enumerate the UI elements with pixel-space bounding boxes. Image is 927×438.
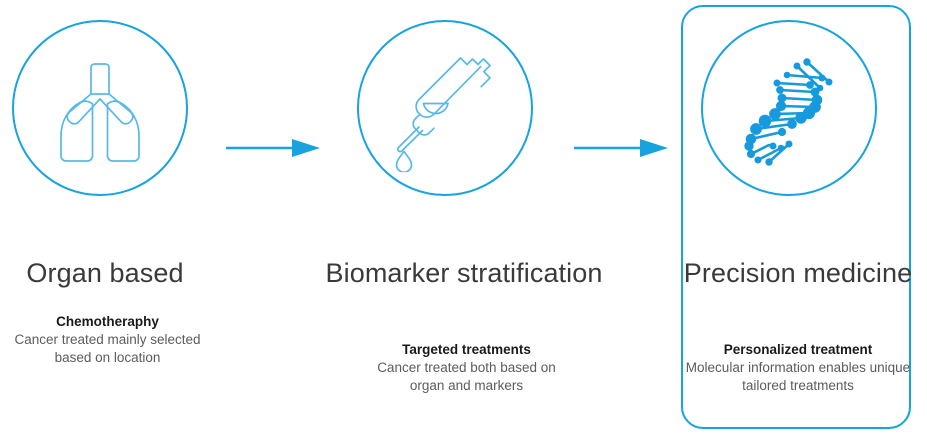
arrow-right-icon (574, 139, 668, 157)
syringe-icon (395, 57, 491, 172)
stage-detail: Chemotheraphy Cancer treated mainly sele… (10, 313, 205, 367)
stage-detail-body: Cancer treated mainly selected based on … (14, 331, 201, 365)
stage-detail-heading: Chemotheraphy (56, 314, 159, 329)
stage-biomarker-stratification: Biomarker stratification Targeted treatm… (309, 0, 619, 438)
stage-detail-heading: Personalized treatment (723, 342, 873, 357)
precision-medicine-highlight-frame (681, 5, 911, 429)
stage-title: Biomarker stratification (325, 258, 603, 288)
arrow-stage2-to-stage3 (574, 138, 670, 163)
lungs-icon-circle (12, 20, 188, 196)
arrow-right-icon (226, 139, 320, 157)
stage-precision-medicine: Precision medicine Personalized treatmen… (646, 0, 927, 438)
stage-detail-heading: Targeted treatments (402, 342, 531, 357)
stage-detail: Personalized treatment Molecular informa… (683, 341, 913, 395)
syringe-icon-circle (357, 20, 533, 196)
dna-helix-icon (744, 58, 833, 166)
stage-detail-body: Cancer treated both based on organ and m… (377, 359, 556, 393)
dna-icon-circle (701, 20, 877, 196)
stage-title: Organ based (26, 258, 184, 288)
arrow-stage1-to-stage2 (226, 138, 322, 163)
stage-title: Precision medicine (683, 258, 913, 288)
stage-organ-based: Organ based Chemotheraphy Cancer treated… (0, 0, 310, 438)
stage-detail: Targeted treatments Cancer treated both … (359, 341, 574, 395)
stage-detail-body: Molecular information enables unique tai… (685, 359, 911, 393)
lungs-icon (60, 63, 140, 162)
